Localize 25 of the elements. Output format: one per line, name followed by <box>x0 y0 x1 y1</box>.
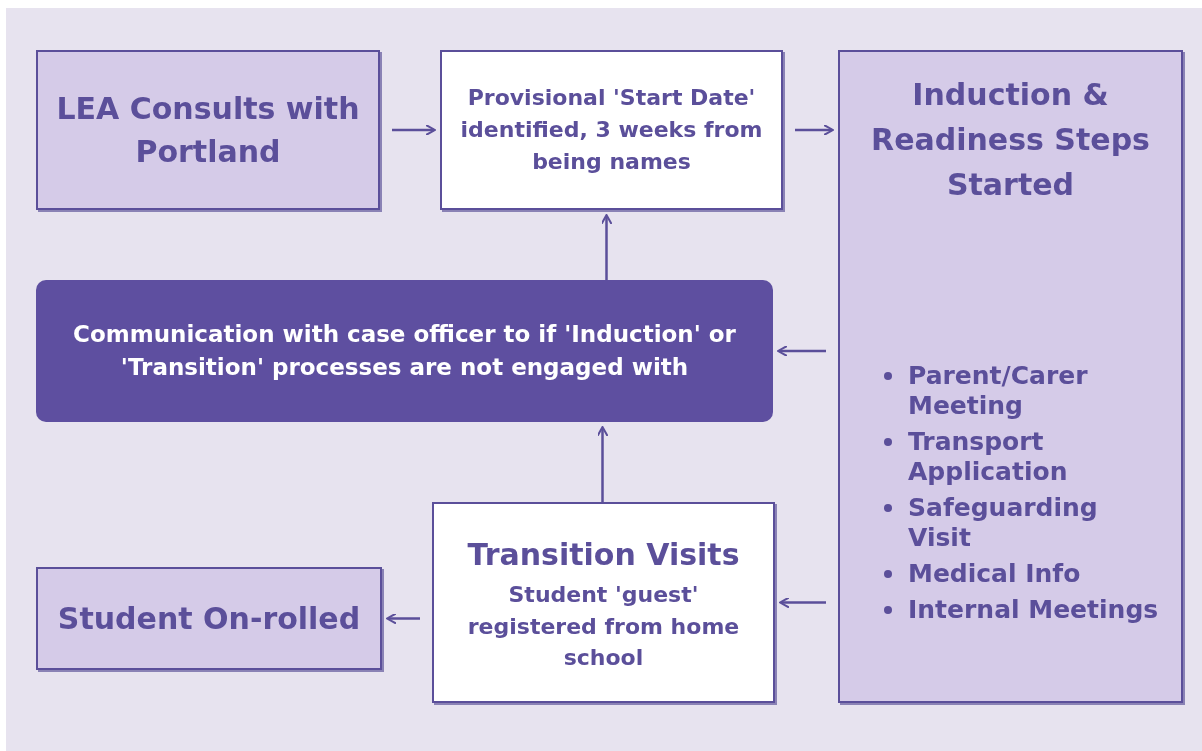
process-box <box>432 502 775 703</box>
box-text: LEA Consults with Portland <box>56 89 360 171</box>
arrow <box>600 214 613 280</box>
process-box <box>838 50 1183 703</box>
arrow <box>795 124 834 136</box>
process-box <box>440 50 783 210</box>
arrow <box>392 124 436 136</box>
box-subtext: Student 'guest' registered from home school <box>466 580 741 673</box>
bullet-item: Internal Meetings <box>908 595 1159 625</box>
arrow <box>777 345 826 357</box>
bullet-item: Safeguarding Visit <box>908 493 1099 553</box>
arrow <box>386 612 420 625</box>
bullet-item: Parent/Carer Meeting <box>908 361 1089 421</box>
arrow <box>596 426 609 502</box>
process-box <box>36 567 382 670</box>
arrow <box>779 596 826 609</box>
box-text: Transition Visits <box>467 535 740 574</box>
box-text: Communication with case officer to if 'Induction' or 'Transition' processes are not engaged with <box>72 319 737 382</box>
bullet-item: Medical Info <box>908 559 1081 589</box>
box-text: Student On-rolled <box>57 599 361 638</box>
box-text: Provisional 'Start Date' identified, 3 weeks from being names <box>460 84 763 176</box>
bullet-item: Transport Application <box>908 427 1069 487</box>
box-heading: Induction & Readiness Steps Started <box>870 76 1151 204</box>
process-box <box>36 50 380 210</box>
process-box-highlighted <box>36 280 773 422</box>
